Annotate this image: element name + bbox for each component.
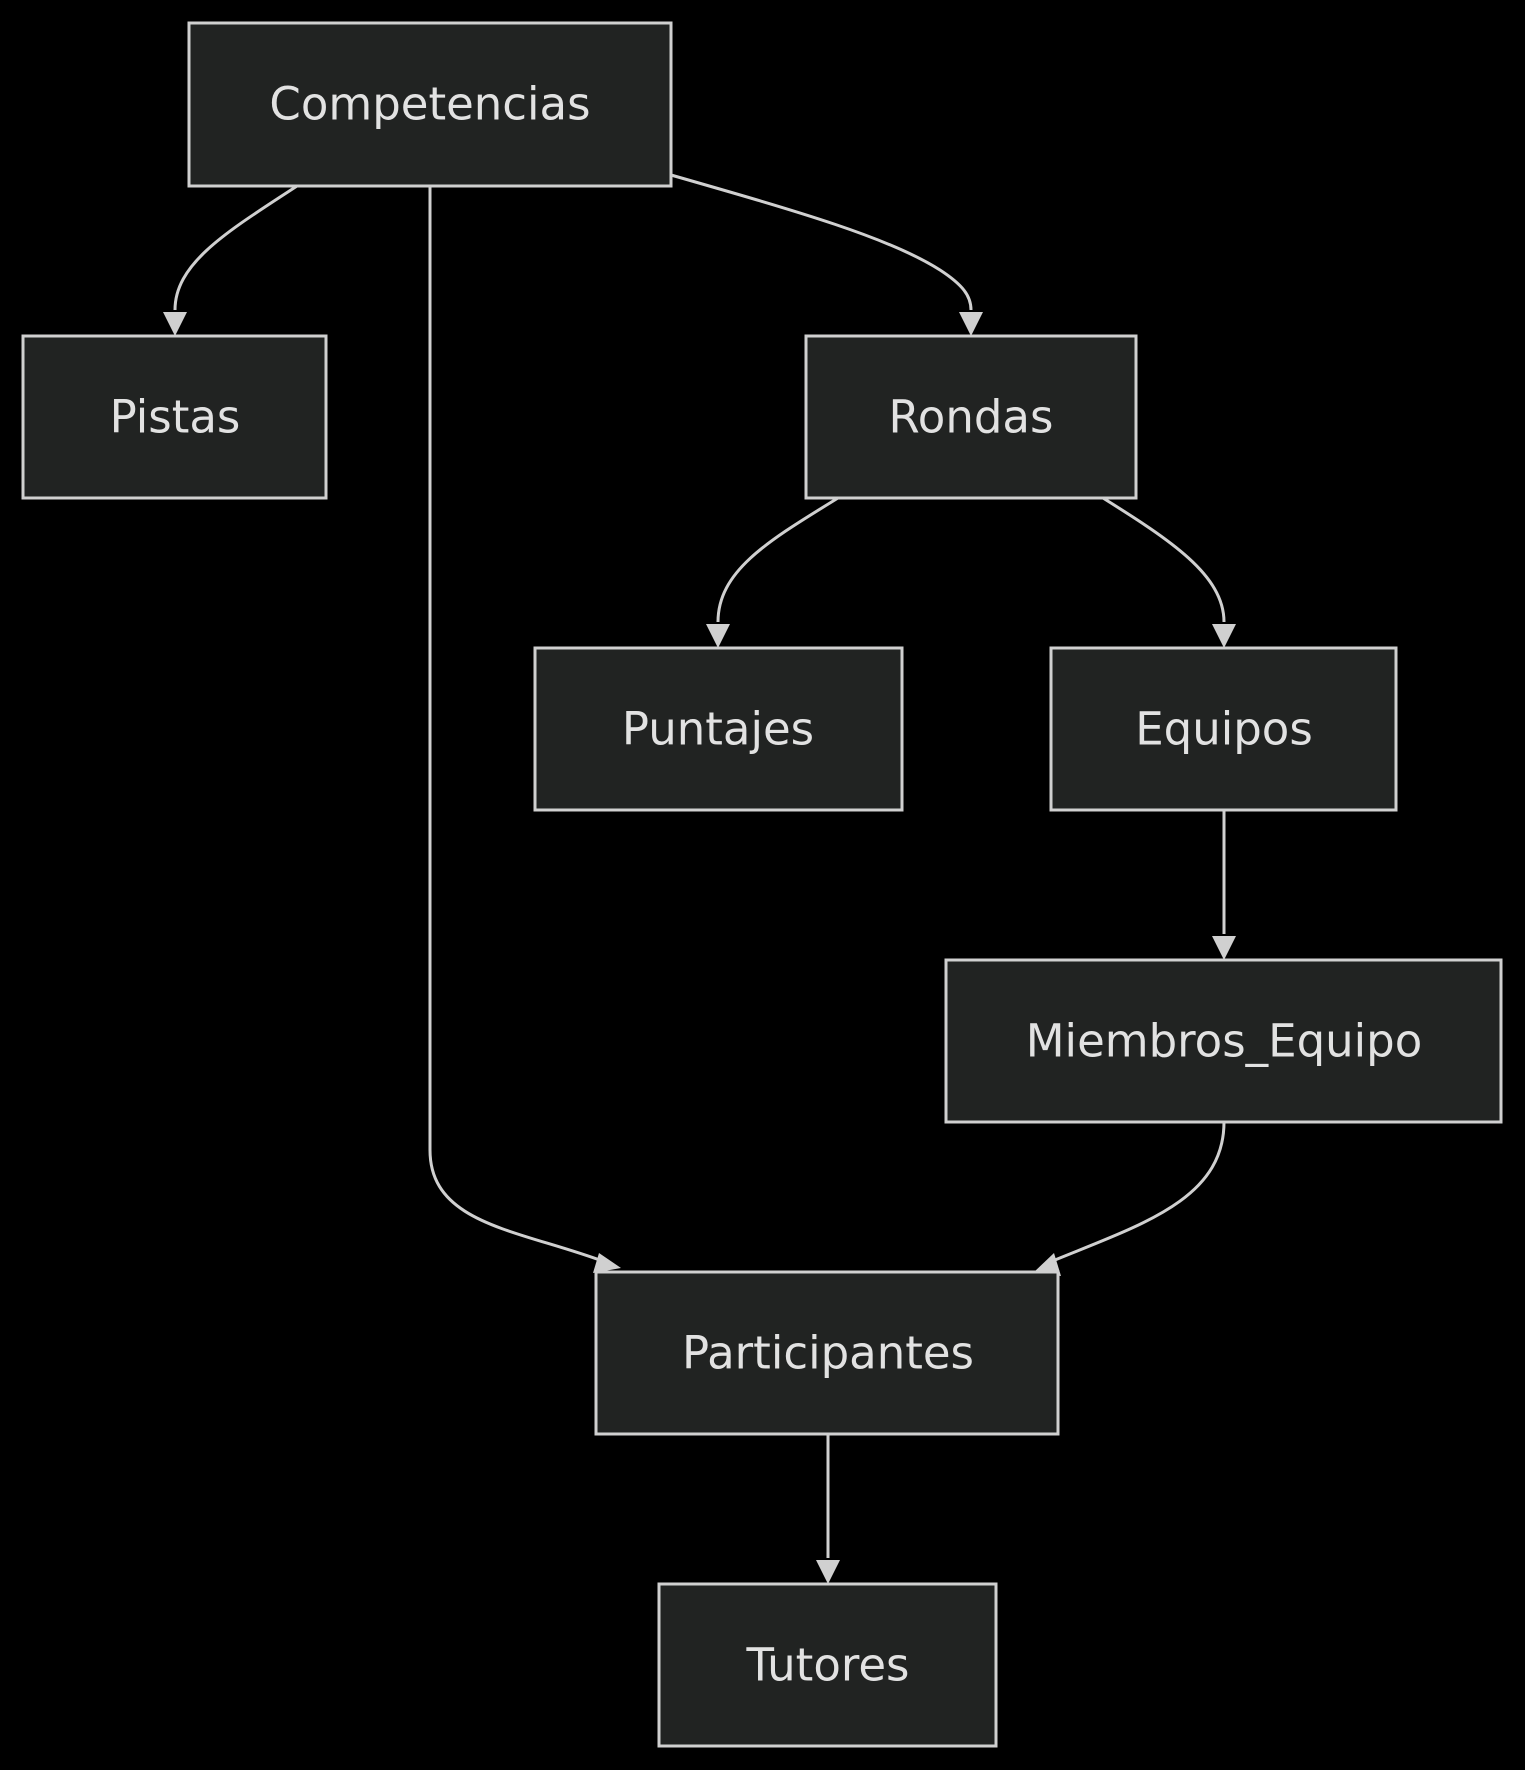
edge-competencias-rondas [670,173,983,336]
node-competencias[interactable]: Competencias [187,21,673,188]
node-label: Pistas [110,391,241,444]
node-label: Equipos [1135,703,1313,756]
edge-equipos-miembros-equipo [1212,810,1236,960]
node-miembros-equipo[interactable]: Miembros_Equipo [944,958,1503,1124]
arrowhead [1033,1253,1061,1276]
edge-competencias-participantes [428,186,621,1273]
node-equipos[interactable]: Equipos [1049,646,1398,812]
node-puntajes[interactable]: Puntajes [533,646,904,812]
edge-rondas-puntajes [706,496,839,648]
node-label: Puntajes [622,703,814,756]
edge-rondas-equipos [1102,496,1236,648]
node-label: Miembros_Equipo [1026,1015,1423,1068]
arrowhead [816,1560,840,1584]
edge-miembros-equipo-participantes [1033,1121,1226,1276]
edge-competencias-pistas [163,184,298,336]
node-tutores[interactable]: Tutores [657,1582,998,1748]
arrowhead [1212,936,1236,960]
arrowhead [163,312,187,336]
edge-participantes-tutores [816,1434,840,1584]
node-label: Competencias [269,78,590,131]
arrowhead [706,624,730,648]
node-pistas[interactable]: Pistas [21,334,328,500]
node-participantes[interactable]: Participantes [594,1270,1060,1436]
node-rondas[interactable]: Rondas [804,334,1138,500]
node-label: Rondas [889,391,1054,444]
arrowhead [959,312,983,336]
arrowhead [593,1253,621,1273]
node-label: Tutores [746,1639,910,1692]
arrowhead [1212,624,1236,648]
node-label: Participantes [682,1327,974,1380]
